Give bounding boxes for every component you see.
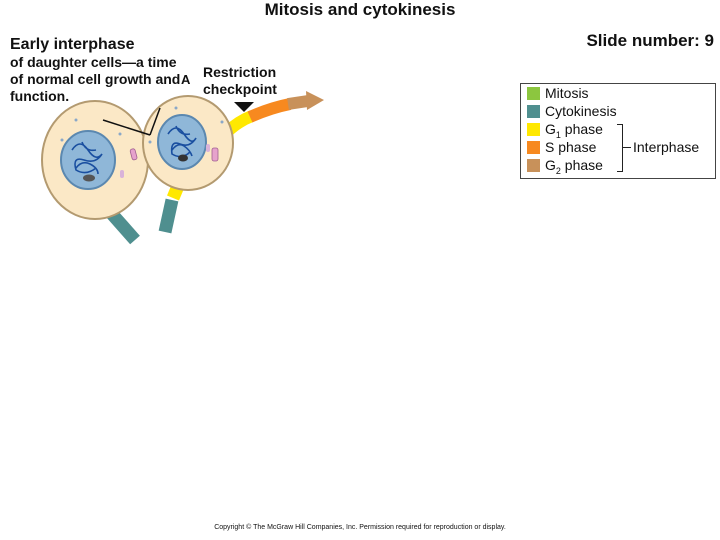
legend-swatch bbox=[527, 105, 540, 118]
legend-item-g2: G2 phase bbox=[527, 157, 603, 176]
cytokinesis-arrows bbox=[107, 198, 179, 245]
stage-heading: Early interphase bbox=[10, 36, 135, 53]
legend-item-g1: G1 phase bbox=[527, 121, 603, 140]
legend-item-label: G bbox=[545, 157, 556, 173]
leader-lines bbox=[102, 107, 161, 136]
legend-swatch bbox=[527, 141, 540, 154]
legend-item-label: Mitosis bbox=[545, 85, 589, 101]
legend-item-label: G bbox=[545, 121, 556, 137]
stage-description: of daughter cells—a time of normal cell … bbox=[10, 54, 181, 104]
daughter-cell-left bbox=[41, 100, 149, 220]
copyright-notice: Copyright © The McGraw Hill Companies, I… bbox=[214, 524, 506, 531]
interphase-bracket bbox=[617, 124, 623, 172]
g2-phase-arrow bbox=[287, 91, 324, 110]
legend-swatch bbox=[527, 123, 540, 136]
s-phase-arrow bbox=[247, 98, 292, 123]
legend-item-subscript: 1 bbox=[555, 129, 561, 140]
legend: Mitosis Cytokinesis G1 phase S phase G2 … bbox=[520, 83, 716, 179]
slide-number: Slide number: 9 bbox=[586, 31, 714, 50]
legend-item-s-phase: S phase bbox=[527, 139, 596, 156]
legend-item-suffix: phase bbox=[560, 157, 603, 173]
stage-marker: A bbox=[181, 72, 191, 87]
legend-item-subscript: 2 bbox=[555, 165, 561, 176]
interphase-bracket-tick bbox=[623, 147, 631, 148]
legend-item-suffix: phase bbox=[560, 121, 603, 137]
daughter-cell-right bbox=[142, 95, 234, 191]
legend-swatch bbox=[527, 159, 540, 172]
interphase-bracket-label: Interphase bbox=[633, 139, 700, 155]
legend-item-label: Cytokinesis bbox=[545, 103, 617, 119]
legend-item-cytokinesis: Cytokinesis bbox=[527, 103, 617, 120]
legend-item-label: S phase bbox=[545, 139, 597, 155]
legend-item-mitosis: Mitosis bbox=[527, 85, 589, 102]
checkpoint-label: Restriction checkpoint bbox=[203, 64, 277, 97]
legend-swatch bbox=[527, 87, 540, 100]
checkpoint-triangle bbox=[234, 102, 254, 112]
slide-title: Mitosis and cytokinesis bbox=[264, 0, 456, 19]
